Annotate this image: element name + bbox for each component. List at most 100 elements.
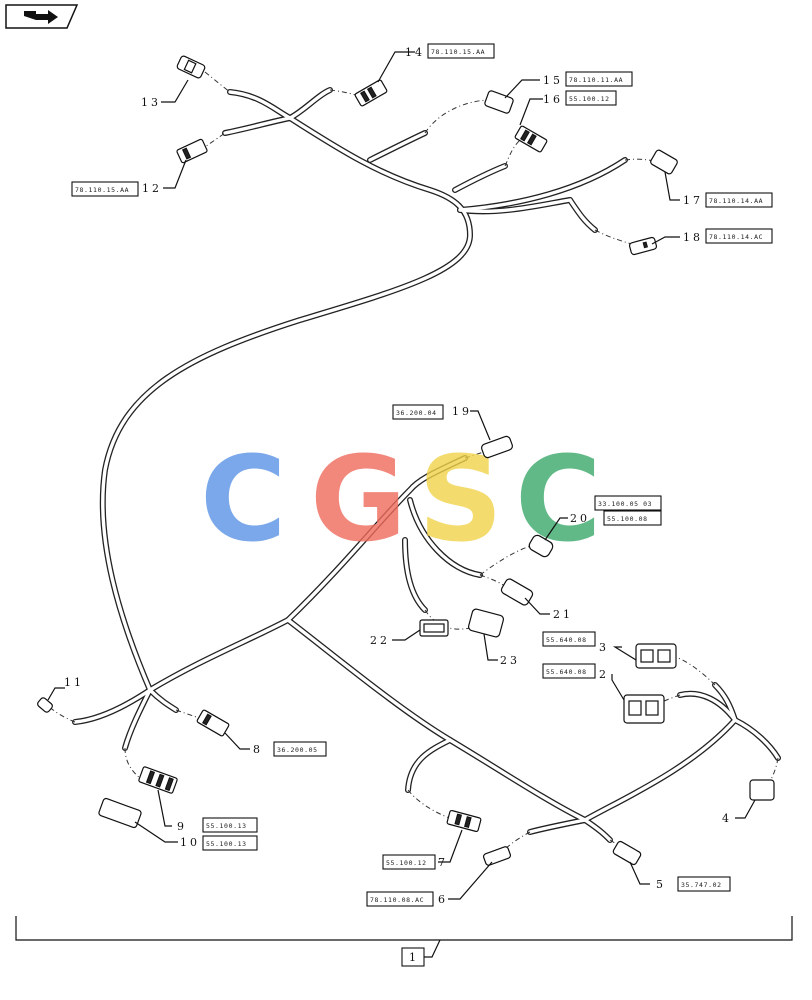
assembly-box-1[interactable]: 1	[401, 947, 425, 967]
svg-text:55.100.12: 55.100.12	[386, 859, 427, 867]
watermark-logo: C G S C	[200, 430, 602, 568]
connector-22[interactable]	[419, 619, 449, 637]
connector-8[interactable]	[196, 709, 230, 737]
harness-segment-fill	[123, 688, 152, 750]
connector-2[interactable]	[623, 694, 665, 724]
connector-23[interactable]	[467, 608, 505, 638]
harness-segment-fill	[713, 683, 737, 722]
ref-box-14[interactable]: 78.110.15.AA	[427, 43, 495, 59]
ref-box-16[interactable]: 55.100.12	[565, 90, 617, 106]
callout-17: 17	[683, 194, 703, 207]
watermark-letter-c2: C	[515, 430, 602, 568]
ref-box-18[interactable]: 78.110.14.AC	[705, 228, 773, 244]
harness-segment-outline	[582, 717, 738, 823]
svg-text:55.100.13: 55.100.13	[206, 822, 247, 830]
connector-16[interactable]	[514, 125, 548, 153]
svg-text:78.110.11.AA: 78.110.11.AA	[569, 76, 623, 84]
ref-box-8[interactable]: 36.200.05	[273, 741, 327, 757]
harness-segment-fill	[73, 688, 152, 724]
connector-19[interactable]	[481, 435, 514, 459]
harness-segment-fill	[286, 618, 587, 822]
harness-segment-outline	[732, 717, 781, 761]
connectors	[36, 55, 775, 866]
connector-12[interactable]	[176, 138, 208, 164]
svg-text:78.110.14.AC: 78.110.14.AC	[709, 233, 763, 241]
watermark-letter-g: G	[310, 430, 407, 568]
connector-18[interactable]	[628, 236, 658, 256]
ref-box-6[interactable]: 78.110.08.AC	[366, 891, 434, 907]
callout-14: 14	[405, 46, 425, 59]
ref-box-10[interactable]: 55.100.13	[202, 835, 258, 851]
connector-11[interactable]	[36, 697, 53, 714]
svg-text:78.110.15.AA: 78.110.15.AA	[75, 186, 129, 194]
callout-5: 5	[656, 878, 666, 891]
callout-2: 2	[599, 668, 609, 681]
callout-15: 15	[543, 74, 563, 87]
leader-lines	[15, 51, 793, 958]
connector-6[interactable]	[482, 846, 512, 866]
harness-segment-fill	[678, 692, 737, 722]
ref-box-5[interactable]: 35.747.02	[677, 876, 731, 892]
callout-7: 7	[438, 856, 448, 869]
reference-boxes: 78.110.15.AA 78.110.11.AA 55.100.12 78.1…	[71, 43, 773, 967]
harness-segment-fill	[583, 818, 612, 842]
watermark-letter-c1: C	[200, 430, 287, 568]
callout-8: 8	[253, 743, 263, 756]
harness-segment-fill	[368, 131, 427, 162]
callout-16: 16	[543, 93, 563, 106]
callout-1: 1	[409, 951, 419, 964]
harness-segment-fill	[223, 116, 292, 135]
connector-4[interactable]	[749, 779, 775, 801]
wire-harness	[72, 87, 781, 843]
callout-10: 10	[180, 836, 200, 849]
callout-numbers: 13 14 15 16 12 17 18 19 20 21 22 23 3 2 …	[64, 46, 732, 906]
callout-9: 9	[177, 820, 187, 833]
ref-box-19[interactable]: 36.200.04	[392, 404, 444, 420]
harness-segment-fill	[288, 88, 332, 120]
svg-text:55.640.08: 55.640.08	[546, 636, 587, 644]
callout-13: 13	[141, 96, 161, 109]
connector-14[interactable]	[354, 79, 388, 107]
connector-5[interactable]	[612, 840, 642, 866]
ref-box-2[interactable]: 55.640.08	[542, 663, 596, 679]
callout-4: 4	[722, 812, 732, 825]
harness-segment-fill	[228, 90, 292, 120]
callout-23: 23	[500, 654, 520, 667]
connector-3[interactable]	[635, 643, 677, 669]
svg-text:55.100.08: 55.100.08	[607, 515, 648, 523]
ref-box-12[interactable]: 78.110.15.AA	[71, 181, 139, 197]
svg-text:36.200.05: 36.200.05	[277, 746, 318, 754]
ref-box-15[interactable]: 78.110.11.AA	[565, 71, 633, 87]
connector-9[interactable]	[138, 766, 178, 794]
ref-box-17[interactable]: 78.110.14.AA	[705, 192, 773, 208]
ref-box-7[interactable]: 55.100.12	[382, 854, 436, 870]
connector-10[interactable]	[98, 797, 142, 829]
ref-box-3[interactable]: 55.640.08	[542, 631, 596, 647]
ref-box-20[interactable]: 33.100.05 03 55.100.08	[594, 495, 662, 526]
callout-18: 18	[683, 231, 703, 244]
harness-segment-fill	[733, 718, 780, 760]
svg-text:55.640.08: 55.640.08	[546, 668, 587, 676]
harness-segment-fill	[148, 688, 178, 712]
svg-text:36.200.04: 36.200.04	[396, 409, 437, 417]
callout-11: 11	[64, 676, 84, 689]
ref-box-9[interactable]: 55.100.13	[202, 817, 258, 833]
connector-7[interactable]	[446, 809, 482, 833]
harness-segment-fill	[568, 198, 597, 232]
harness-segment-outline	[285, 617, 588, 823]
connector-13[interactable]	[176, 55, 206, 79]
callout-20: 20	[570, 512, 590, 525]
harness-segment-fill	[458, 198, 572, 214]
harness-segment-fill	[458, 158, 627, 212]
svg-text:78.110.08.AC: 78.110.08.AC	[370, 896, 424, 904]
harness-segment-fill	[406, 738, 452, 792]
harness-segment-fill	[148, 456, 467, 692]
connector-17[interactable]	[650, 149, 679, 175]
harness-segment-fill	[453, 164, 507, 192]
callout-3: 3	[599, 641, 609, 654]
svg-text:78.110.15.AA: 78.110.15.AA	[431, 48, 485, 56]
callout-12: 12	[142, 182, 162, 195]
next-page-arrow-icon[interactable]	[5, 4, 79, 29]
svg-text:78.110.14.AA: 78.110.14.AA	[709, 197, 763, 205]
